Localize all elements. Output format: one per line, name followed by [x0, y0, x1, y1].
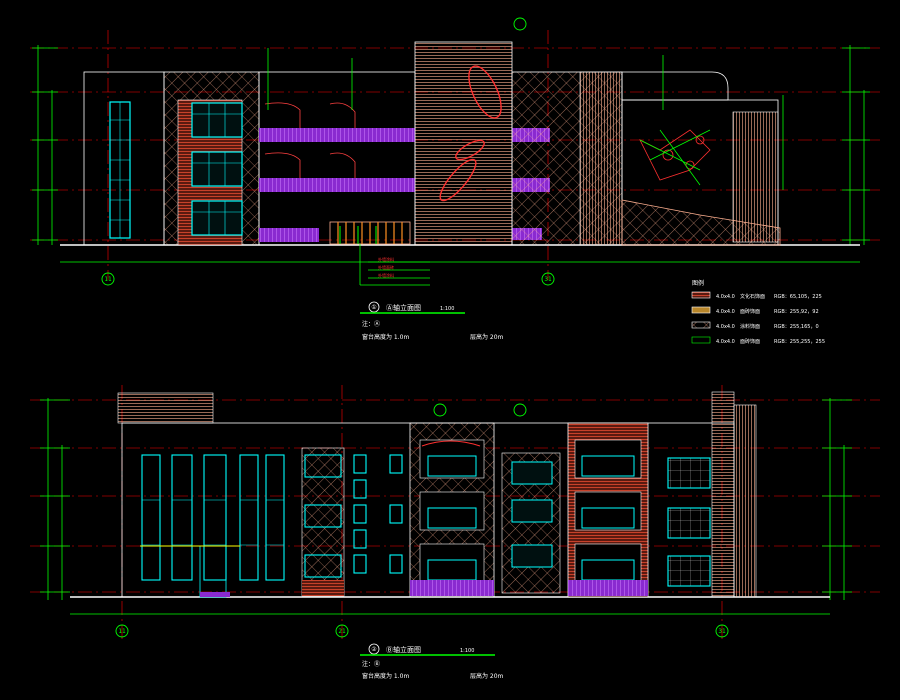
legend-name-4: 面砖饰面	[740, 338, 760, 345]
elevation-2-note-2: 窗台高度为 1.0m	[362, 672, 409, 680]
legend-rgb-3: RGB：255,165，0	[774, 324, 819, 330]
left-wing	[83, 71, 165, 246]
ramp	[621, 199, 781, 246]
roof-parapet	[117, 392, 214, 424]
title-block-1: ① Ⓐ轴立面图 1:100 注：Ⓐ 窗台高度为 1.0m 层高为 20m	[360, 301, 504, 341]
elevation-1: 外墙涂料 外墙面砖 外墙涂料 11 31 ① Ⓐ轴立面图 1:100 注：Ⓐ 窗…	[30, 17, 880, 341]
legend-swatches	[691, 291, 711, 344]
elevation-1-title: Ⓐ轴立面图	[386, 303, 421, 312]
brick-column	[301, 447, 345, 597]
legend: 图例 4.0x4.0 文化石饰面 RGB：65,105，225 4.0x4.0 …	[691, 279, 825, 345]
legend-code-4: 4.0x4.0	[716, 339, 735, 345]
elevation-2-title: Ⓑ轴立面图	[386, 645, 421, 654]
grid-windows-right	[667, 457, 711, 587]
dimensions-2	[40, 398, 852, 615]
axis-label-right-1: 31	[544, 276, 552, 283]
elevation-2-note-3: 层高为 20m	[470, 672, 504, 680]
svg-text:外墙涂料: 外墙涂料	[378, 256, 394, 262]
elevation-2-note-1: 注：Ⓑ	[362, 660, 380, 668]
svg-text:外墙涂料: 外墙涂料	[378, 272, 394, 278]
elevation-1-note-3: 层高为 20m	[470, 333, 504, 341]
elevation-2-tag: ②	[371, 646, 377, 653]
left-dimensions	[32, 45, 870, 263]
elevation-2: 11 21 31 ② Ⓑ轴立面图 1:100 注：Ⓑ 窗台高度为 1.0m 层高…	[30, 385, 880, 680]
legend-rgb-4: RGB：255,255，255	[774, 339, 825, 345]
legend-code-2: 4.0x4.0	[716, 309, 735, 315]
tower-ellipses	[439, 65, 502, 202]
axis-label-center-2: 21	[338, 628, 346, 635]
elevation-1-note-1: 注：Ⓐ	[362, 320, 380, 328]
legend-rgb-1: RGB：65,105，225	[774, 294, 822, 300]
corridor-block	[258, 71, 416, 246]
axis-markers-2	[115, 403, 729, 638]
right-wing	[621, 71, 729, 101]
legend-code-3: 4.0x4.0	[716, 324, 735, 330]
elevation-2-scale: 1:100	[460, 648, 474, 654]
legend-name-2: 面砖饰面	[740, 308, 760, 315]
title-block-2: ② Ⓑ轴立面图 1:100 注：Ⓑ 窗台高度为 1.0m 层高为 20m	[360, 643, 504, 680]
windows-left-group	[141, 454, 285, 581]
right-tower	[711, 391, 735, 598]
central-tower	[414, 41, 513, 246]
axis-label-right-2: 31	[718, 628, 726, 635]
tree-ornament	[639, 129, 711, 181]
legend-title: 图例	[692, 279, 704, 287]
axis-markers	[101, 17, 555, 286]
legend-rgb-2: RGB：255,92，92	[774, 309, 819, 315]
axis-label-left-2: 11	[118, 628, 126, 635]
legend-name-3: 涂料饰面	[740, 323, 760, 330]
windows-left-block	[191, 102, 243, 236]
legend-name-1: 文化石饰面	[740, 293, 765, 300]
legend-code-1: 4.0x4.0	[716, 294, 735, 300]
elevation-1-note-2: 窗台高度为 1.0m	[362, 333, 409, 341]
elevation-1-tag: ①	[371, 304, 376, 311]
elevation-1-scale: 1:100	[440, 306, 454, 312]
svg-text:外墙面砖: 外墙面砖	[378, 264, 394, 270]
axis-label-left-1: 11	[104, 276, 112, 283]
